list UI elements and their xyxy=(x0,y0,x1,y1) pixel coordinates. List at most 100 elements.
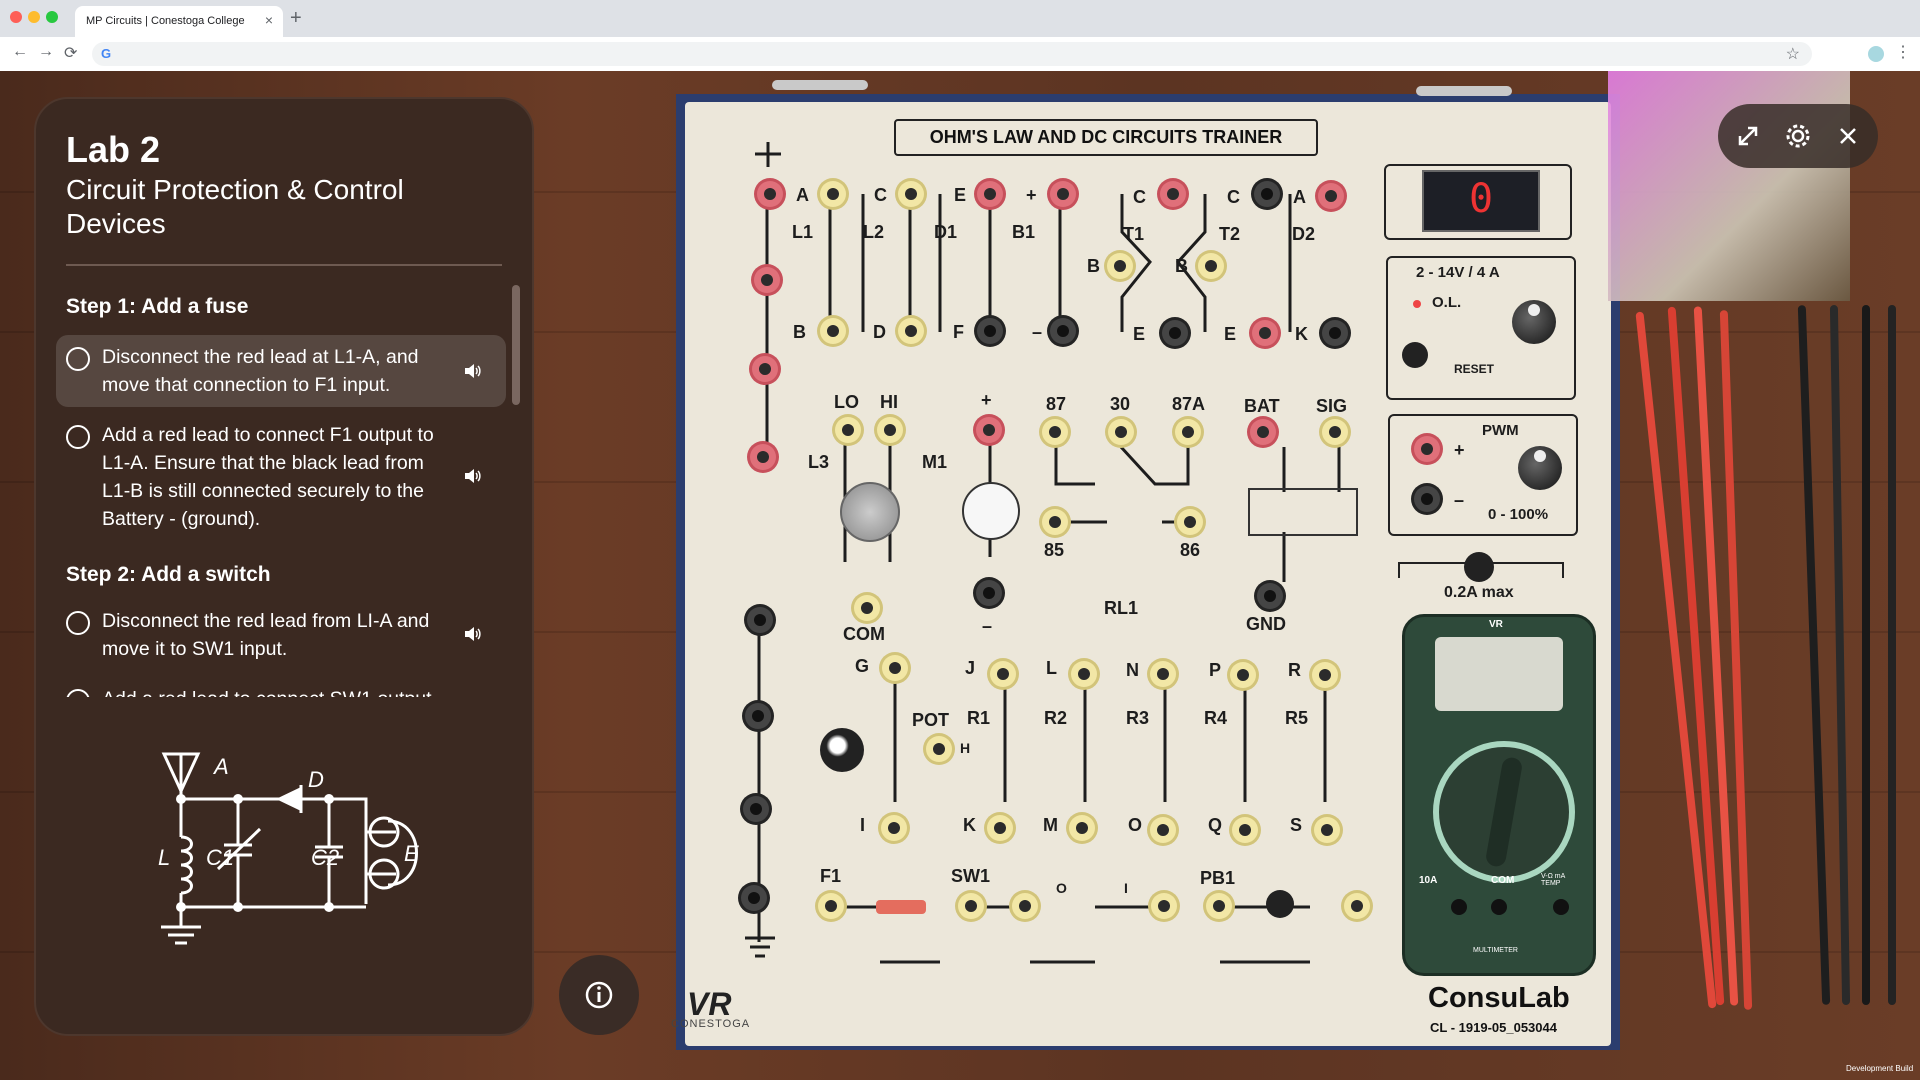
jack-l3-lo[interactable] xyxy=(835,417,861,443)
star-icon[interactable]: ☆ xyxy=(1785,46,1800,63)
steps-scrollbar[interactable] xyxy=(512,285,520,405)
window-zoom-dot[interactable] xyxy=(46,11,58,23)
jack-r5-s[interactable] xyxy=(1314,817,1340,843)
browser-menu-icon[interactable]: ⋮ xyxy=(1895,44,1911,61)
jack-pwm-minus[interactable] xyxy=(1414,486,1440,512)
jack-ground[interactable] xyxy=(741,885,767,911)
jack-bat[interactable] xyxy=(1250,419,1276,445)
multimeter-jack-10a[interactable] xyxy=(1451,899,1467,915)
task-radio[interactable] xyxy=(66,689,90,697)
address-input[interactable] xyxy=(116,45,1720,65)
jack-t2-e[interactable] xyxy=(1252,320,1278,346)
jack-l1-b[interactable] xyxy=(820,318,846,344)
jack-pot-g[interactable] xyxy=(882,655,908,681)
close-icon[interactable] xyxy=(1832,120,1864,152)
multimeter-jack-com[interactable] xyxy=(1491,899,1507,915)
jack-l3-hi[interactable] xyxy=(877,417,903,443)
jack-t1-c[interactable] xyxy=(1160,181,1186,207)
jack-r4-q[interactable] xyxy=(1232,817,1258,843)
jack-d1-e[interactable] xyxy=(977,181,1003,207)
steps-list[interactable]: Step 1: Add a fuse Disconnect the red le… xyxy=(56,285,506,697)
jack-t2-c[interactable] xyxy=(1254,181,1280,207)
task-radio[interactable] xyxy=(66,611,90,635)
reset-button[interactable] xyxy=(1402,342,1428,368)
jack-pwm-plus[interactable] xyxy=(1414,436,1440,462)
task-radio[interactable] xyxy=(66,347,90,371)
jack-sw1-in[interactable] xyxy=(1012,893,1038,919)
fuse-f1[interactable] xyxy=(876,900,926,914)
jack-gnd[interactable] xyxy=(1257,583,1283,609)
jack-ground[interactable] xyxy=(745,703,771,729)
jack-sig[interactable] xyxy=(1322,419,1348,445)
task-radio[interactable] xyxy=(66,425,90,449)
voltage-knob[interactable] xyxy=(1512,300,1556,344)
multimeter-dial[interactable] xyxy=(1433,741,1575,883)
jack-t2-b[interactable] xyxy=(1198,253,1224,279)
new-tab-button[interactable]: + xyxy=(290,7,302,29)
profile-avatar[interactable] xyxy=(1868,46,1884,62)
jack-f1-in[interactable] xyxy=(818,893,844,919)
jack-pb1-out[interactable] xyxy=(1344,893,1370,919)
jack-r3-o[interactable] xyxy=(1150,817,1176,843)
gear-icon[interactable] xyxy=(1782,120,1814,152)
jack-pot-i[interactable] xyxy=(881,815,907,841)
black-test-lead[interactable] xyxy=(1862,305,1870,1005)
jack-d1-f[interactable] xyxy=(977,318,1003,344)
multimeter-jack-v[interactable] xyxy=(1553,899,1569,915)
jack-battery-plus[interactable] xyxy=(752,356,778,382)
jack-r3-n[interactable] xyxy=(1150,661,1176,687)
reload-icon[interactable]: ⟳ xyxy=(64,45,78,62)
jack-f1-out[interactable] xyxy=(958,893,984,919)
window-minimize-dot[interactable] xyxy=(28,11,40,23)
jack-r2-m[interactable] xyxy=(1069,815,1095,841)
jack-battery-plus[interactable] xyxy=(754,267,780,293)
jack-rl1-87a[interactable] xyxy=(1175,419,1201,445)
jack-rl1-30[interactable] xyxy=(1108,419,1134,445)
jack-r4-p[interactable] xyxy=(1230,662,1256,688)
jack-r1-k[interactable] xyxy=(987,815,1013,841)
speaker-icon[interactable] xyxy=(463,625,481,643)
jack-rl1-86[interactable] xyxy=(1177,509,1203,535)
jack-l1-a[interactable] xyxy=(820,181,846,207)
task-item[interactable]: Disconnect the red lead at L1-A, and mov… xyxy=(56,335,506,407)
jack-pb1-in[interactable] xyxy=(1206,893,1232,919)
window-close-dot[interactable] xyxy=(10,11,22,23)
jack-l3-com[interactable] xyxy=(854,595,880,621)
ammeter-jack[interactable] xyxy=(1464,552,1494,582)
lamp-l3[interactable] xyxy=(840,482,900,542)
omnibox[interactable]: G ☆ xyxy=(92,42,1812,66)
jack-b1-plus[interactable] xyxy=(1050,181,1076,207)
jack-rl1-85[interactable] xyxy=(1042,509,1068,535)
forward-icon[interactable]: → xyxy=(38,43,54,60)
jack-sw1-out[interactable] xyxy=(1151,893,1177,919)
jack-m1-plus[interactable] xyxy=(976,417,1002,443)
speaker-icon[interactable] xyxy=(463,362,481,380)
jack-m1-minus[interactable] xyxy=(976,580,1002,606)
jack-l2-d[interactable] xyxy=(898,318,924,344)
jack-pot-h[interactable] xyxy=(926,736,952,762)
black-test-lead[interactable] xyxy=(1888,305,1896,1005)
jack-b1-minus[interactable] xyxy=(1050,318,1076,344)
speaker-icon[interactable] xyxy=(463,467,481,485)
tab-close-icon[interactable]: × xyxy=(264,12,273,28)
jack-r2-l[interactable] xyxy=(1071,661,1097,687)
jack-t1-e[interactable] xyxy=(1162,320,1188,346)
jack-r1-j[interactable] xyxy=(990,661,1016,687)
back-icon[interactable]: ← xyxy=(12,43,28,60)
browser-tab[interactable]: MP Circuits | Conestoga College × xyxy=(75,6,283,37)
motor-m1[interactable] xyxy=(962,482,1020,540)
jack-battery-plus[interactable] xyxy=(757,181,783,207)
task-item[interactable]: Add a red lead to connect SW1 output → xyxy=(56,685,506,697)
jack-ground[interactable] xyxy=(743,796,769,822)
jack-battery-plus[interactable] xyxy=(750,444,776,470)
jack-l2-c[interactable] xyxy=(898,181,924,207)
pwm-knob[interactable] xyxy=(1518,446,1562,490)
expand-icon[interactable] xyxy=(1732,120,1764,152)
task-item[interactable]: Disconnect the red lead from LI-A and mo… xyxy=(56,603,506,667)
info-button[interactable] xyxy=(559,955,639,1035)
jack-d2-k[interactable] xyxy=(1322,320,1348,346)
jack-d2-a[interactable] xyxy=(1318,183,1344,209)
jack-r5-r[interactable] xyxy=(1312,662,1338,688)
pushbutton-pb1[interactable] xyxy=(1266,890,1294,918)
task-item[interactable]: Add a red lead to connect F1 output to L… xyxy=(56,417,506,535)
